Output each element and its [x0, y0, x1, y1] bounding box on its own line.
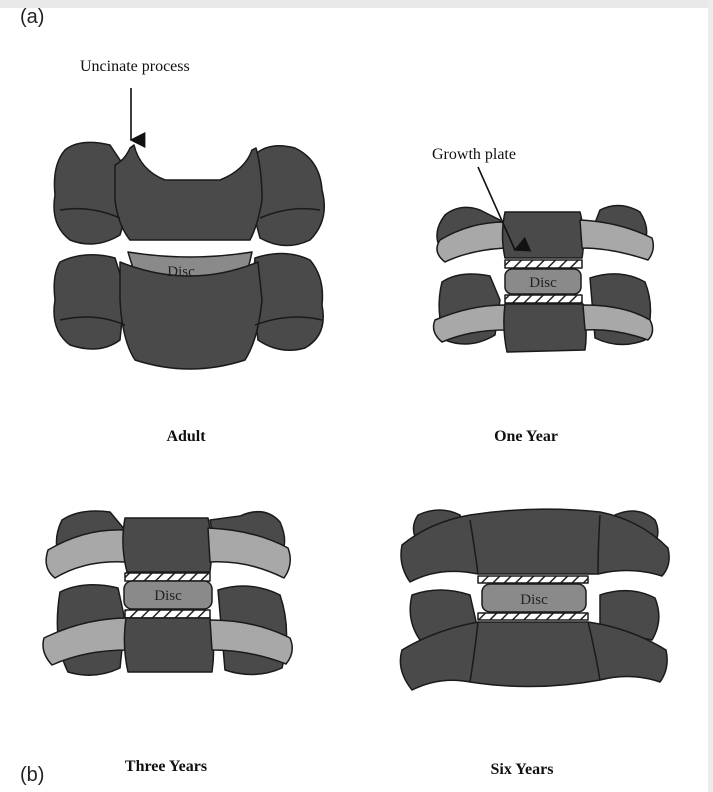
- one-year-upper-body: [503, 212, 584, 258]
- three-years-lower-body: [124, 618, 213, 672]
- one-year-lower-growth-plate: [505, 295, 582, 303]
- three-years-upper-body: [123, 518, 212, 572]
- one-year-lower-body: [504, 304, 586, 352]
- six-years-disc-label: Disc: [520, 592, 548, 608]
- adult-lower-right-lateral-mass: [252, 253, 323, 350]
- adult-upper-body: [115, 145, 262, 240]
- six-years-lower-growth-plate: [478, 613, 588, 620]
- six-years-upper-growth-plate: [478, 576, 588, 583]
- one-year-disc-label: Disc: [529, 275, 557, 291]
- three-years-upper-growth-plate: [125, 573, 210, 581]
- adult-disc-label: Disc: [167, 264, 195, 280]
- adult-lower-left-lateral-mass: [54, 255, 125, 349]
- adult-vertebrae: [54, 142, 324, 369]
- six-years-lower-body: [400, 622, 667, 690]
- three-years-lower-growth-plate: [125, 610, 210, 618]
- one-year-upper-growth-plate: [505, 260, 582, 268]
- three-years-disc-label: Disc: [154, 588, 182, 604]
